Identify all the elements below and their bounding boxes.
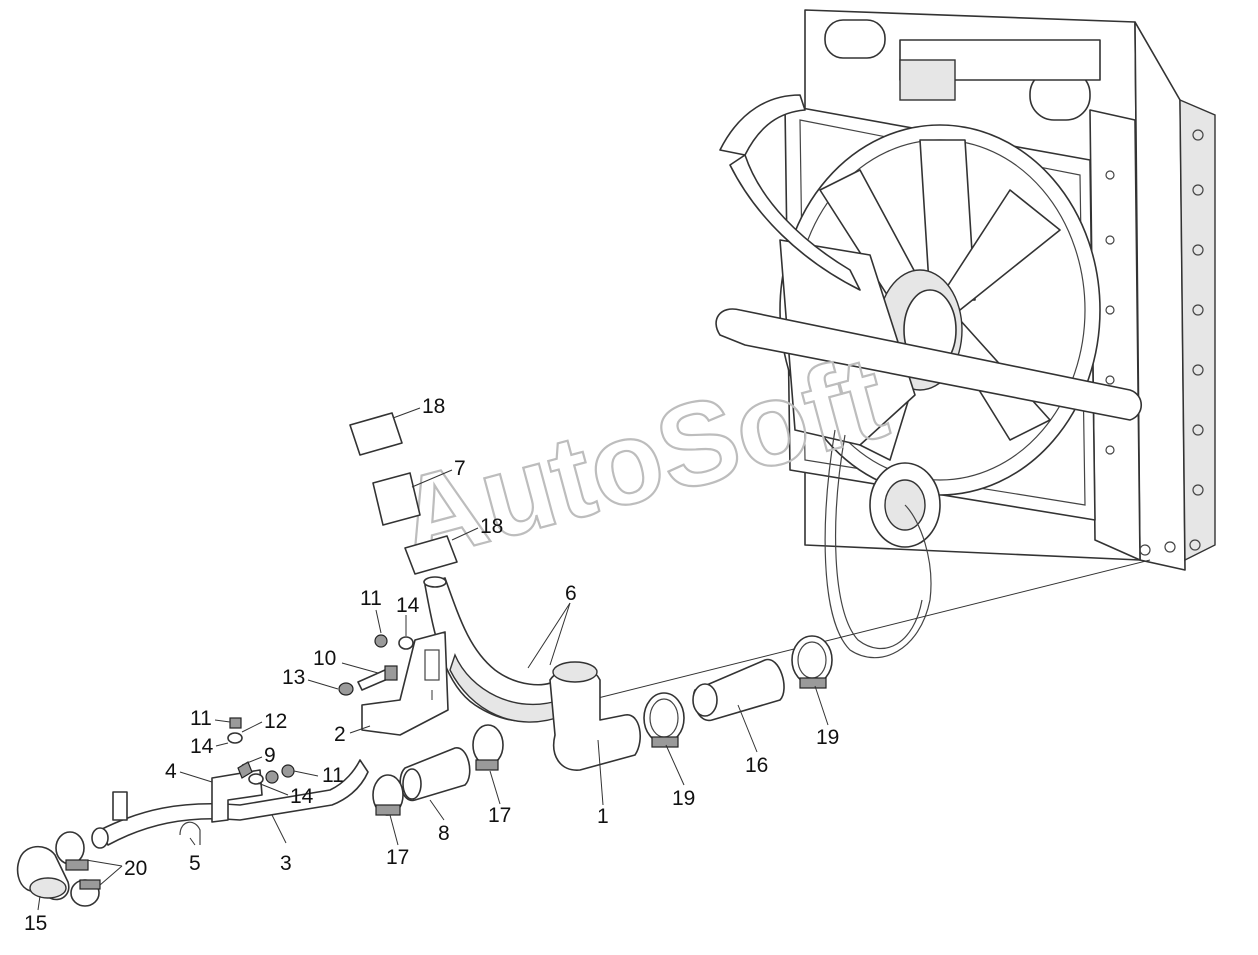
hose-1 <box>549 661 641 771</box>
pipe-3 <box>91 759 369 849</box>
callout-17-right: 17 <box>488 804 511 827</box>
callout-labels: 18 7 18 6 11 14 10 13 2 11 12 14 9 4 11 … <box>24 395 839 935</box>
clamp-20a <box>55 831 89 871</box>
clamp-17a <box>472 724 504 771</box>
bracket-2 <box>361 631 449 736</box>
callout-1: 1 <box>597 805 609 828</box>
callout-10: 10 <box>313 647 336 670</box>
callout-15: 15 <box>24 912 47 935</box>
radiator-fan-assembly <box>715 9 1216 659</box>
callout-6: 6 <box>565 582 577 605</box>
clip-5 <box>179 821 201 845</box>
callout-14-left: 14 <box>190 735 214 758</box>
callout-18-bottom: 18 <box>480 515 503 538</box>
callout-14-top: 14 <box>396 594 420 617</box>
callout-2: 2 <box>334 723 346 746</box>
callout-20: 20 <box>124 857 147 880</box>
hose-stack <box>349 412 458 575</box>
clamp-19b <box>791 635 833 689</box>
assembly-guide-line <box>589 559 1151 701</box>
bracket-4 <box>211 769 263 823</box>
callout-19-left: 19 <box>672 787 695 810</box>
hose-15 <box>16 845 70 901</box>
fasteners-top <box>338 634 414 696</box>
callout-8: 8 <box>438 822 450 845</box>
callout-12: 12 <box>264 710 287 733</box>
callout-11-right: 11 <box>322 764 344 787</box>
hose-16 <box>692 658 785 722</box>
callout-13: 13 <box>282 666 305 689</box>
clamp-17b <box>372 774 404 816</box>
callout-18-top: 18 <box>422 395 445 418</box>
callout-11-top: 11 <box>360 587 382 610</box>
callout-7: 7 <box>454 457 466 480</box>
callout-5: 5 <box>189 852 201 875</box>
callout-17-left: 17 <box>386 846 409 869</box>
hose-8 <box>399 747 471 801</box>
clamp-20b <box>70 879 101 907</box>
callout-4: 4 <box>165 760 177 783</box>
fasteners-bottom <box>227 717 295 785</box>
callout-19-right: 19 <box>816 726 839 749</box>
clamp-19a <box>643 692 685 748</box>
callout-14-bottom: 14 <box>290 785 314 808</box>
callout-16: 16 <box>745 754 768 777</box>
leader-lines <box>37 407 829 911</box>
callout-3: 3 <box>280 852 292 875</box>
callout-11-left: 11 <box>190 707 212 730</box>
callout-9: 9 <box>264 744 276 767</box>
